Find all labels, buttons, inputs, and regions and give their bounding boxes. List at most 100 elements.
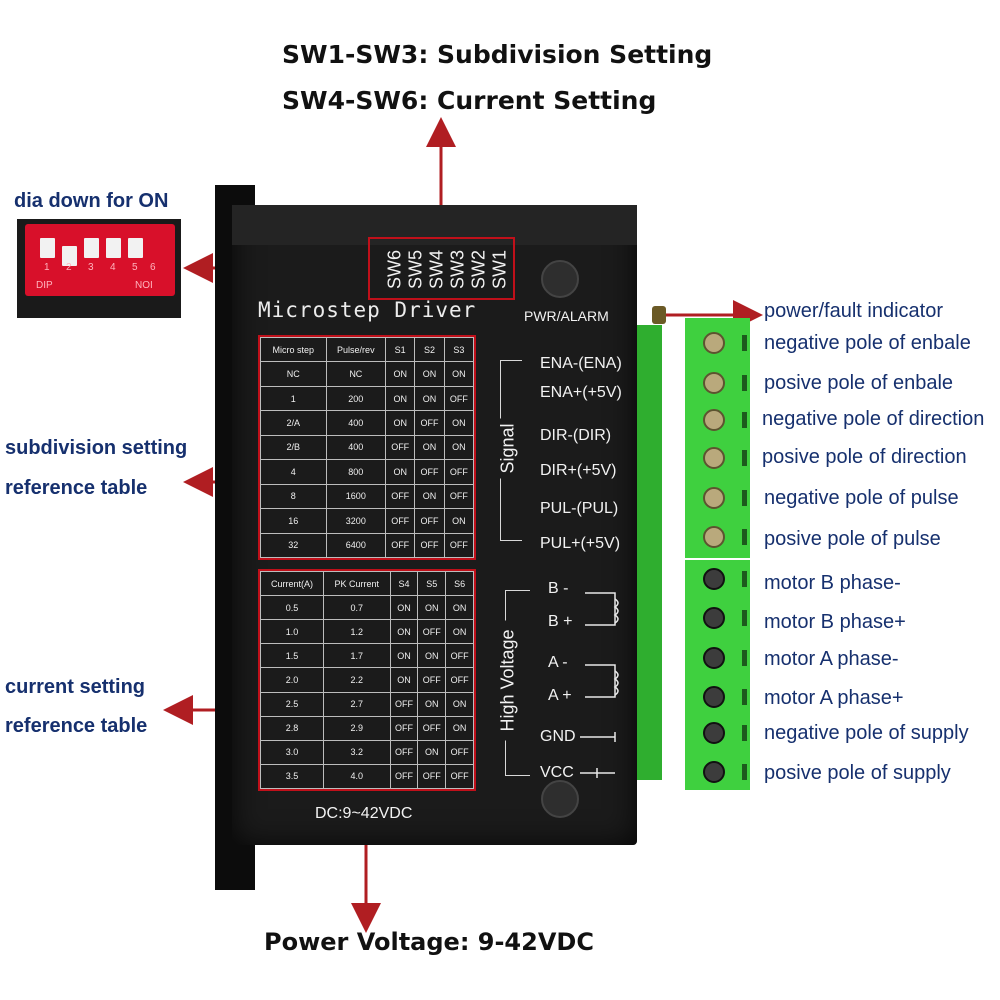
terminal-label-vcc: posive pole of supply bbox=[764, 762, 951, 784]
dip-key-3 bbox=[84, 238, 99, 258]
terminal-screw[interactable] bbox=[703, 526, 725, 548]
table-cell: OFF bbox=[389, 739, 419, 765]
terminal-pin bbox=[742, 650, 747, 666]
terminal-screw[interactable] bbox=[703, 409, 725, 431]
terminal-screw[interactable] bbox=[703, 722, 725, 744]
table-cell: 3.5 bbox=[260, 763, 324, 790]
pin-label-vcc: VCC bbox=[540, 764, 574, 781]
table-cell: OFF bbox=[414, 459, 445, 485]
terminal-screw[interactable] bbox=[703, 487, 725, 509]
dip-key-1 bbox=[40, 238, 55, 258]
subdivision-label-line2: reference table bbox=[5, 477, 148, 499]
table-cell: 2/A bbox=[260, 410, 327, 436]
table-cell: ON bbox=[445, 619, 474, 645]
pin-label-dir-plus: DIR+(+5V) bbox=[540, 462, 617, 479]
table-cell: OFF bbox=[385, 508, 416, 534]
table-cell: OFF bbox=[414, 508, 445, 534]
dip-caption: dia down for ON bbox=[14, 190, 169, 212]
pin-label-ena-minus: ENA-(ENA) bbox=[540, 355, 622, 372]
table-header: S6 bbox=[445, 570, 474, 597]
table-cell: 1.2 bbox=[322, 619, 391, 645]
switch-label-sw5: SW5 bbox=[405, 250, 426, 290]
pin-label-pul-plus: PUL+(+5V) bbox=[540, 535, 621, 552]
table-cell: ON bbox=[443, 434, 475, 461]
terminal-screw[interactable] bbox=[703, 372, 725, 394]
table-cell: ON bbox=[385, 410, 416, 436]
table-cell: ON bbox=[389, 667, 419, 693]
terminal-label-pul-plus: posive pole of pulse bbox=[764, 528, 941, 550]
terminal-screw[interactable] bbox=[703, 447, 725, 469]
table-cell: OFF bbox=[443, 483, 475, 510]
table-cell: OFF bbox=[414, 532, 445, 558]
pwr-alarm-led bbox=[652, 306, 666, 324]
switch-labels-box: SW6 SW5 SW4 SW3 SW2 SW1 bbox=[368, 237, 515, 300]
table-cell: 200 bbox=[325, 385, 387, 412]
table-cell: 16 bbox=[260, 508, 327, 534]
table-cell: OFF bbox=[445, 763, 474, 790]
table-cell: NC bbox=[325, 361, 387, 387]
terminal-screw[interactable] bbox=[703, 686, 725, 708]
table-cell: 32 bbox=[260, 532, 327, 558]
terminal-screw[interactable] bbox=[703, 647, 725, 669]
table-cell: 3200 bbox=[325, 508, 387, 534]
table-cell: ON bbox=[385, 361, 416, 387]
table-cell: OFF bbox=[417, 619, 447, 645]
table-cell: 4 bbox=[260, 459, 327, 485]
terminal-pin bbox=[742, 689, 747, 705]
header-current-title: SW4-SW6: Current Setting bbox=[282, 86, 657, 115]
terminal-label-pul-minus: negative pole of pulse bbox=[764, 487, 959, 509]
table-cell: ON bbox=[445, 715, 474, 741]
header-subdivision-title: SW1-SW3: Subdivision Setting bbox=[282, 40, 713, 69]
mounting-screw-bottom bbox=[541, 780, 579, 818]
signal-bracket-bottom bbox=[500, 540, 522, 541]
dip-number: 4 bbox=[110, 262, 116, 273]
subdivision-label-line1: subdivision setting bbox=[5, 437, 188, 459]
table-cell: ON bbox=[417, 691, 447, 717]
pin-label-b-minus: B - bbox=[548, 580, 569, 597]
table-header-row: Micro step Pulse/rev S1 S2 S3 bbox=[260, 336, 475, 363]
terminal-pin bbox=[742, 412, 747, 428]
table-cell: OFF bbox=[445, 667, 474, 693]
signal-bracket-top bbox=[500, 360, 522, 361]
table-cell: OFF bbox=[445, 643, 474, 669]
dip-left-mark: DIP bbox=[36, 280, 53, 291]
pin-label-pul-minus: PUL-(PUL) bbox=[540, 500, 619, 517]
terminal-pin bbox=[742, 725, 747, 741]
dip-key-5 bbox=[128, 238, 143, 258]
current-label-line2: reference table bbox=[5, 715, 148, 737]
hv-bracket-bottom bbox=[505, 775, 530, 776]
pin-label-gnd: GND bbox=[540, 728, 576, 745]
table-cell: ON bbox=[445, 595, 474, 621]
terminal-screw[interactable] bbox=[703, 568, 725, 590]
switch-label-sw6: SW6 bbox=[384, 250, 405, 290]
table-header: S5 bbox=[417, 570, 447, 597]
table-cell: ON bbox=[443, 508, 475, 534]
table-cell: ON bbox=[417, 739, 447, 765]
terminal-screw[interactable] bbox=[703, 607, 725, 629]
terminal-screw[interactable] bbox=[703, 761, 725, 783]
dip-key-4 bbox=[106, 238, 121, 258]
table-header: Micro step bbox=[260, 336, 327, 363]
pwr-alarm-label: PWR/ALARM bbox=[524, 308, 609, 324]
table-cell: OFF bbox=[443, 532, 475, 558]
table-cell: 2.2 bbox=[322, 667, 391, 693]
table-cell: NC bbox=[260, 361, 327, 387]
table-cell: 800 bbox=[325, 459, 387, 485]
table-cell: 1600 bbox=[325, 483, 387, 510]
pin-label-a-plus: A + bbox=[548, 687, 572, 704]
table-header: S4 bbox=[389, 570, 419, 597]
terminal-screw[interactable] bbox=[703, 332, 725, 354]
terminal-label-dir-minus: negative pole of direction bbox=[762, 408, 985, 430]
hv-group-label: High Voltage bbox=[497, 620, 519, 741]
table-cell: 1.7 bbox=[322, 643, 391, 669]
